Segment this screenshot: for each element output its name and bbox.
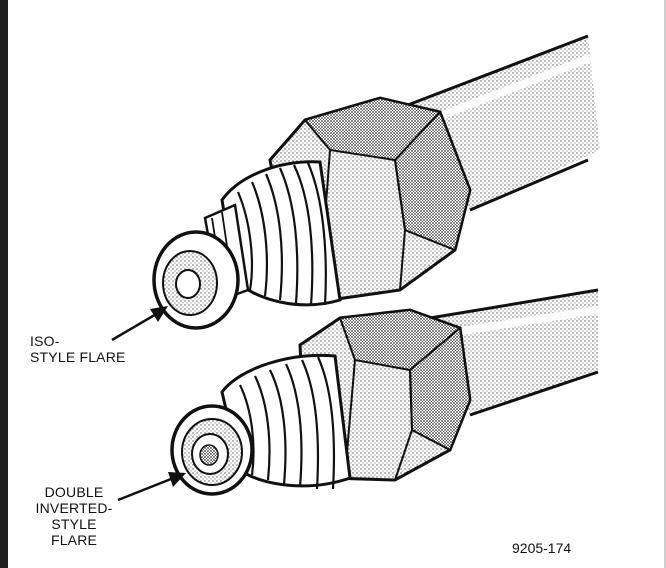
double-threaded-body xyxy=(220,353,352,490)
left-border-bar xyxy=(0,0,8,568)
double-inverted-fitting xyxy=(170,288,599,496)
iso-leader-arrow xyxy=(111,306,168,342)
iso-flare-label: ISO- STYLE FLARE xyxy=(30,333,126,365)
iso-flare-end xyxy=(152,230,240,330)
double-leader-arrow xyxy=(117,472,186,502)
right-border-bar xyxy=(664,0,666,568)
iso-threaded-body xyxy=(220,160,342,307)
double-flare-end xyxy=(170,404,254,496)
figure-id: 9205-174 xyxy=(512,540,572,556)
double-inverted-flare-label: DOUBLE INVERTED- STYLE FLARE xyxy=(35,484,113,548)
double-tube xyxy=(429,288,599,417)
iso-fitting xyxy=(152,34,600,330)
